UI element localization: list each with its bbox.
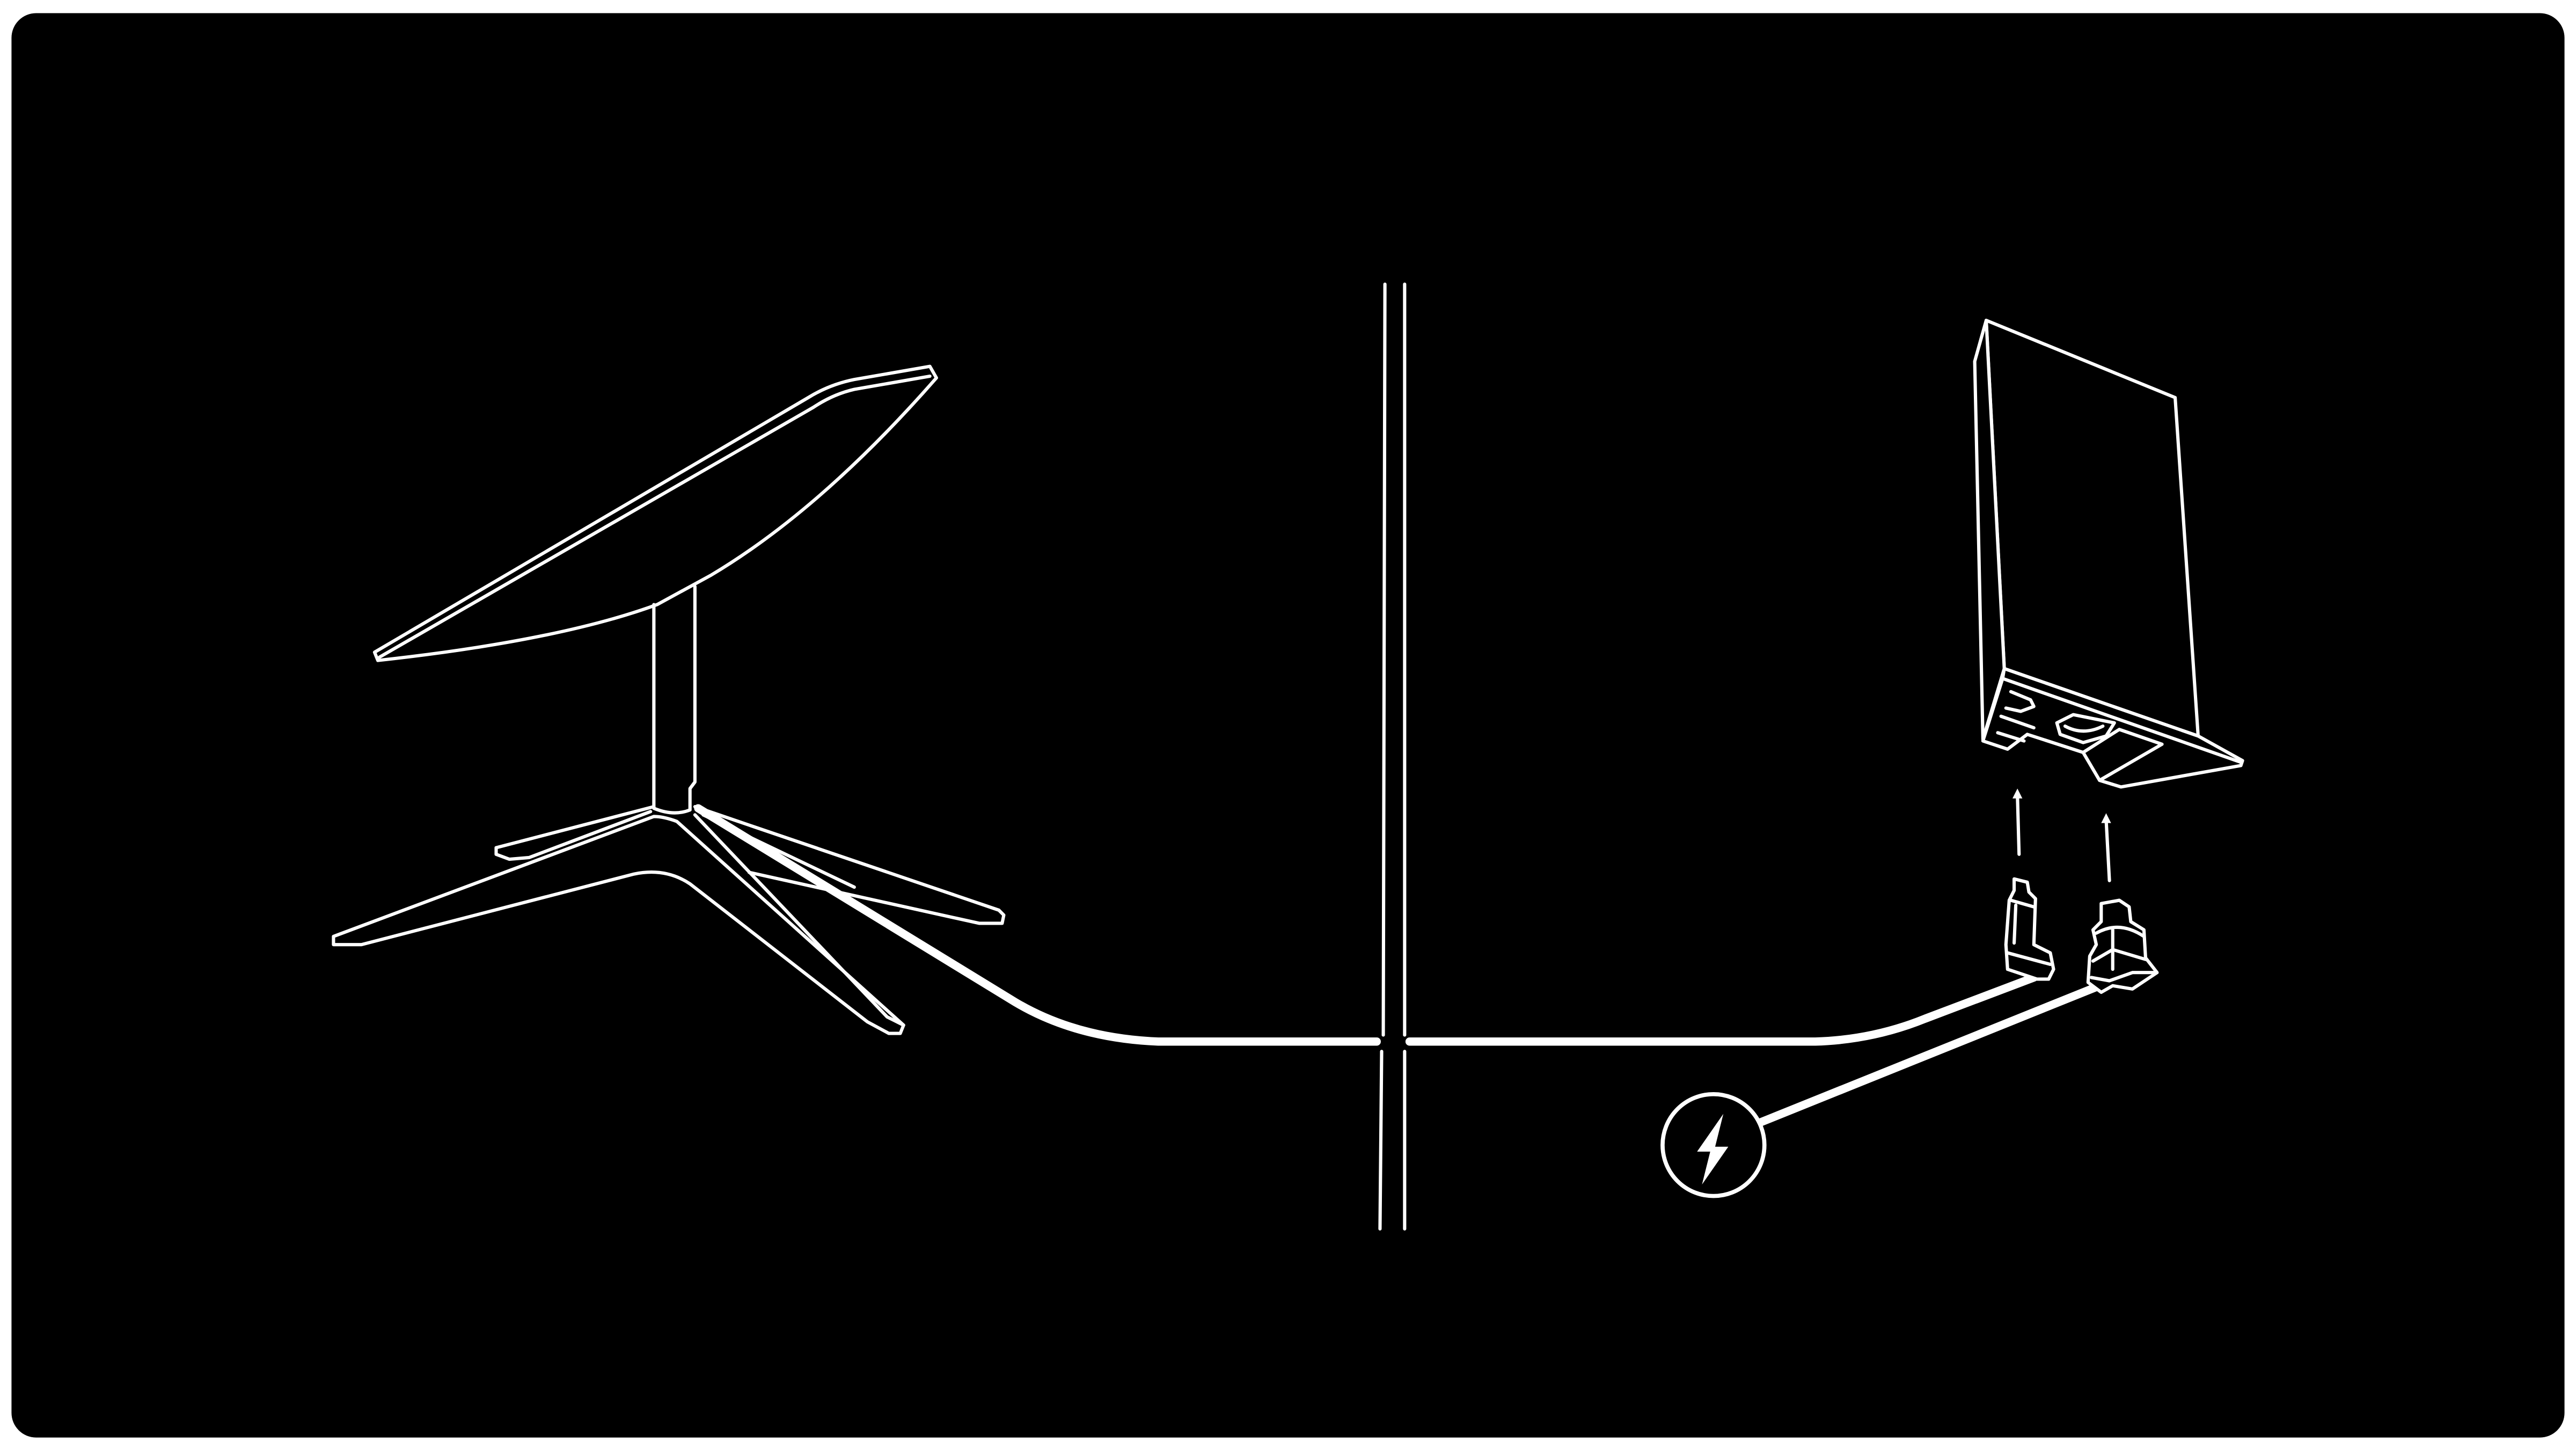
background-panel: [11, 13, 2565, 1438]
lightning-bolt-icon: [1697, 1114, 1729, 1185]
satellite-dish: [332, 364, 1006, 1035]
wall: [1378, 282, 1407, 1231]
dish-cable-plug: [2004, 877, 2055, 981]
arrow-up-icon: [2101, 813, 2111, 882]
arrow-up-icon: [2012, 788, 2023, 856]
power-plug: [2086, 898, 2159, 994]
router: [1973, 318, 2244, 789]
dish-cable: [694, 804, 2038, 1046]
power-cable: [1757, 982, 2104, 1126]
power-outlet: [1660, 1092, 1767, 1198]
